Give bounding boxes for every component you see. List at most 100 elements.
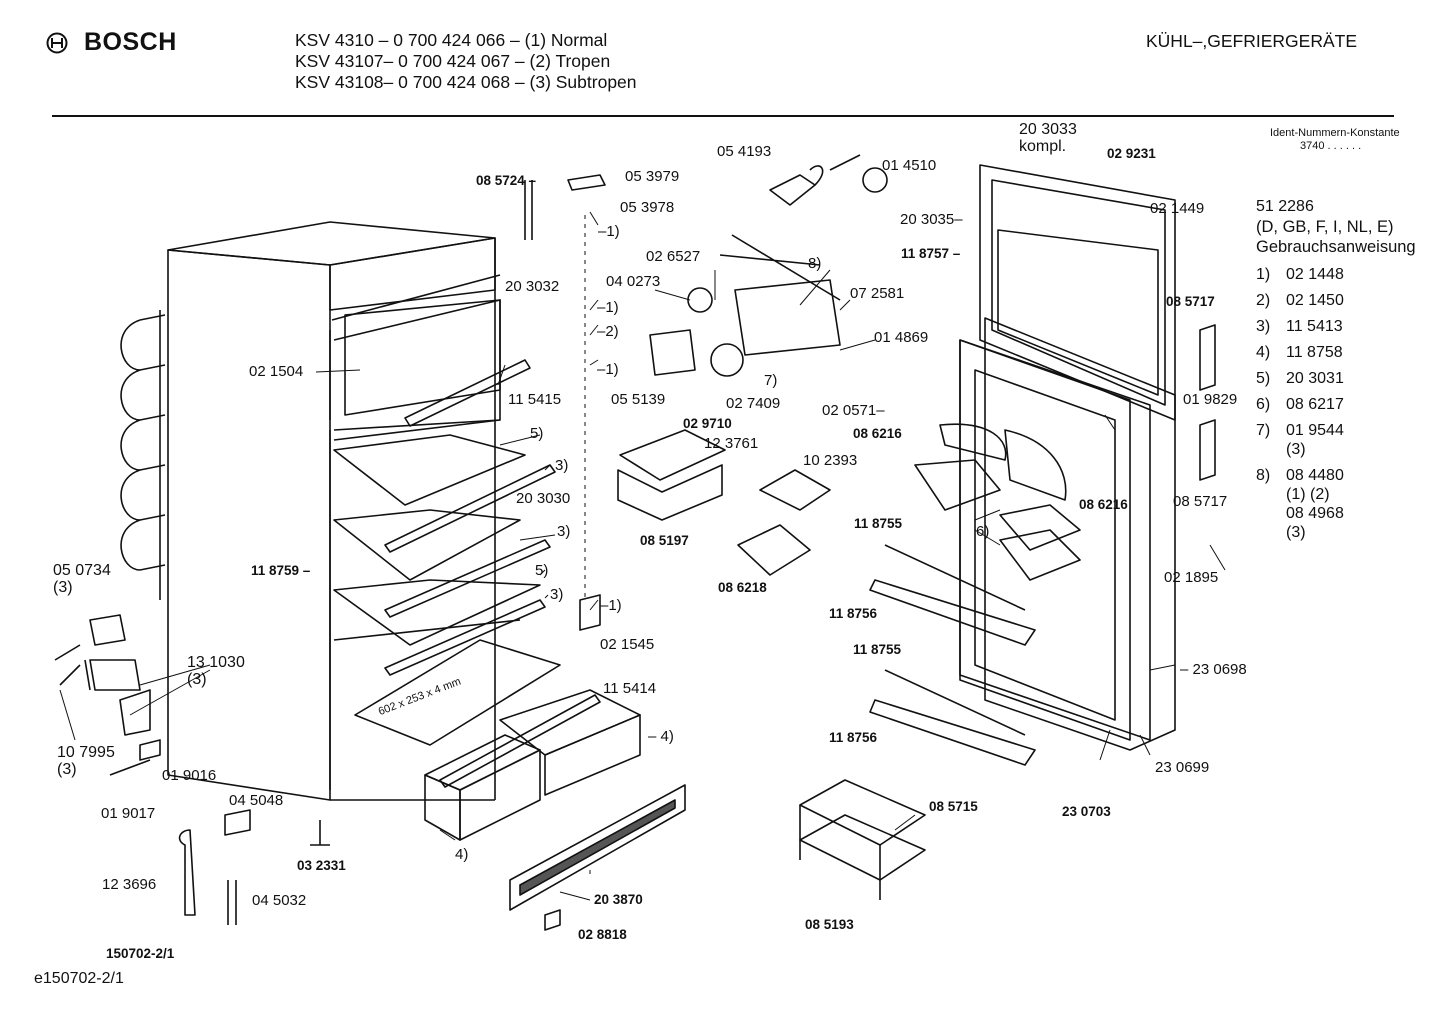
footnote-item: 2) 02 1450: [1256, 291, 1416, 310]
footnote-key: 2): [1256, 292, 1271, 309]
manual-languages: (D, GB, F, I, NL, E): [1256, 218, 1394, 236]
part-label-085717b: 08 5717: [1173, 493, 1228, 510]
footnote-item: 3) 11 5413: [1256, 317, 1416, 336]
part-label-n3a: 3): [555, 457, 569, 474]
footnote-item: 4)11 8758: [1256, 343, 1416, 362]
part-label-n1d: –1): [600, 597, 622, 614]
footnote-key: 4): [1256, 344, 1271, 361]
leader-lines: [59, 211, 1226, 901]
part-label-118759: 11 8759 –: [251, 563, 311, 578]
part-label-019016: 01 9016: [162, 767, 217, 784]
part-label-045048: 04 5048: [229, 792, 284, 809]
hinges: [524, 174, 1216, 631]
footnote-value: 20 3031: [1286, 370, 1344, 387]
part-label-054193: 05 4193: [717, 143, 772, 160]
footnote-key: 3): [1256, 318, 1271, 335]
manual-reference: 51 2286 (D, GB, F, I, NL, E) Gebrauchsan…: [1256, 197, 1416, 257]
part-label-027409: 02 7409: [726, 395, 781, 412]
ventilation-grille: [509, 784, 686, 911]
part-label-050734: 05 0734 (3): [53, 562, 111, 596]
part-label-230698: – 23 0698: [1180, 661, 1247, 678]
bosch-logo-icon: [46, 32, 68, 53]
part-label-n3b: 3): [557, 523, 571, 540]
part-label-n1c: –1): [597, 361, 619, 378]
footer-code: e150702-2/1: [34, 970, 124, 987]
manual-number: 51 2286: [1256, 198, 1314, 215]
part-label-n4b: 4): [455, 846, 469, 863]
footnote-item: 5)20 3031: [1256, 369, 1416, 388]
part-label-014869: 01 4869: [874, 329, 929, 346]
part-label-118756b: 11 8756: [829, 730, 878, 745]
part-label-n8a: 8): [808, 255, 822, 272]
part-label-019829: 01 9829: [1183, 391, 1238, 408]
footnote-value: 02 1450: [1286, 292, 1344, 309]
part-label-019017: 01 9017: [101, 805, 156, 822]
ident-block: Ident-Nummern-Konstante 3740 . . . . . .: [1270, 127, 1400, 153]
part-label-086216b: 08 6216: [1079, 497, 1128, 512]
part-label-021504: 02 1504: [249, 363, 304, 380]
part-label-045032: 04 5032: [252, 892, 307, 909]
part-label-n1b: –1): [597, 299, 619, 316]
footnote-key: 8): [1256, 467, 1271, 484]
crisper-drawers: [424, 689, 641, 841]
part-label-118757: 11 8757 –: [901, 246, 961, 261]
part-label-118755b: 11 8755: [853, 642, 902, 657]
part-label-102393: 10 2393: [803, 452, 858, 469]
part-label-203033: 20 3033 kompl.: [1019, 121, 1077, 155]
footnote-value: 08 6217: [1286, 396, 1344, 413]
part-label-203032: 20 3032: [505, 278, 560, 295]
manual-title: Gebrauchsanweisung: [1256, 238, 1416, 256]
part-label-203030: 20 3030: [516, 490, 571, 507]
door-racks: [869, 423, 1081, 766]
model-line: KSV 43108– 0 700 424 068 – (3) Subtropen: [295, 72, 637, 92]
part-label-053979: 05 3979: [625, 168, 680, 185]
footnote-item: 6) 08 6217: [1256, 395, 1416, 414]
part-label-053978: 05 3978: [620, 199, 675, 216]
ident-label: Ident-Nummern-Konstante: [1270, 127, 1400, 139]
part-label-085193: 08 5193: [805, 917, 854, 932]
part-label-072581: 07 2581: [850, 285, 905, 302]
brand: BOSCH: [46, 28, 177, 57]
footnote-value: 01 9544 (3): [1286, 422, 1344, 458]
part-label-028818: 02 8818: [578, 927, 627, 942]
footnote-value: 11 5413: [1286, 318, 1343, 335]
footnote-value: 02 1448: [1286, 266, 1344, 283]
part-label-n6a: 6): [976, 523, 990, 540]
brand-name: BOSCH: [84, 28, 177, 56]
fan-motor-parts: [54, 614, 561, 931]
part-label-203035: 20 3035–: [900, 211, 963, 228]
part-label-123761: 12 3761: [704, 435, 759, 452]
part-label-085717a: 08 5717: [1166, 294, 1215, 309]
part-label-203870: 20 3870: [594, 892, 643, 907]
part-label-n7a: 7): [764, 372, 778, 389]
part-label-085724: 08 5724 –: [476, 173, 537, 188]
part-label-021895: 02 1895: [1164, 569, 1219, 586]
part-label-230703: 23 0703: [1062, 804, 1111, 819]
footnote-item: 1)02 1448: [1256, 265, 1416, 284]
part-label-055139: 05 5139: [611, 391, 666, 408]
part-label-118755a: 11 8755: [854, 516, 903, 531]
model-list: KSV 4310 – 0 700 424 066 – (1) Normal KS…: [295, 30, 637, 93]
footnote-item: 8) 08 4480 (1) (2) 08 4968 (3): [1256, 466, 1416, 542]
thermostat-assembly: [649, 154, 888, 377]
part-label-n5b: 5): [535, 562, 549, 579]
part-label-086218: 08 6218: [718, 580, 767, 595]
model-line: KSV 4310 – 0 700 424 066 – (1) Normal: [295, 30, 608, 50]
condenser-coil: [120, 310, 166, 600]
part-label-029710: 02 9710: [683, 416, 732, 431]
legend: 51 2286 (D, GB, F, I, NL, E) Gebrauchsan…: [1256, 197, 1416, 549]
footnote-value: 08 4480 (1) (2) 08 4968 (3): [1286, 467, 1344, 541]
fridge-door: [959, 317, 1176, 751]
shelves: [333, 299, 561, 746]
part-label-021545: 02 1545: [600, 636, 655, 653]
category-title: KÜHL–,GEFRIERGERÄTE: [1146, 31, 1358, 51]
part-label-014510: 01 4510: [882, 157, 937, 174]
footnote-list: 1)02 1448 2) 02 1450 3) 11 5413 4)11 8758 5)20…: [1256, 265, 1416, 542]
part-label-115414: 11 5414: [603, 680, 657, 697]
footnote-key: 6): [1256, 396, 1271, 413]
part-label-n4a: – 4): [648, 728, 674, 745]
part-label-123696: 12 3696: [102, 876, 157, 893]
drawing-number: 150702-2/1: [106, 946, 175, 961]
part-label-026527: 02 6527: [646, 248, 701, 265]
